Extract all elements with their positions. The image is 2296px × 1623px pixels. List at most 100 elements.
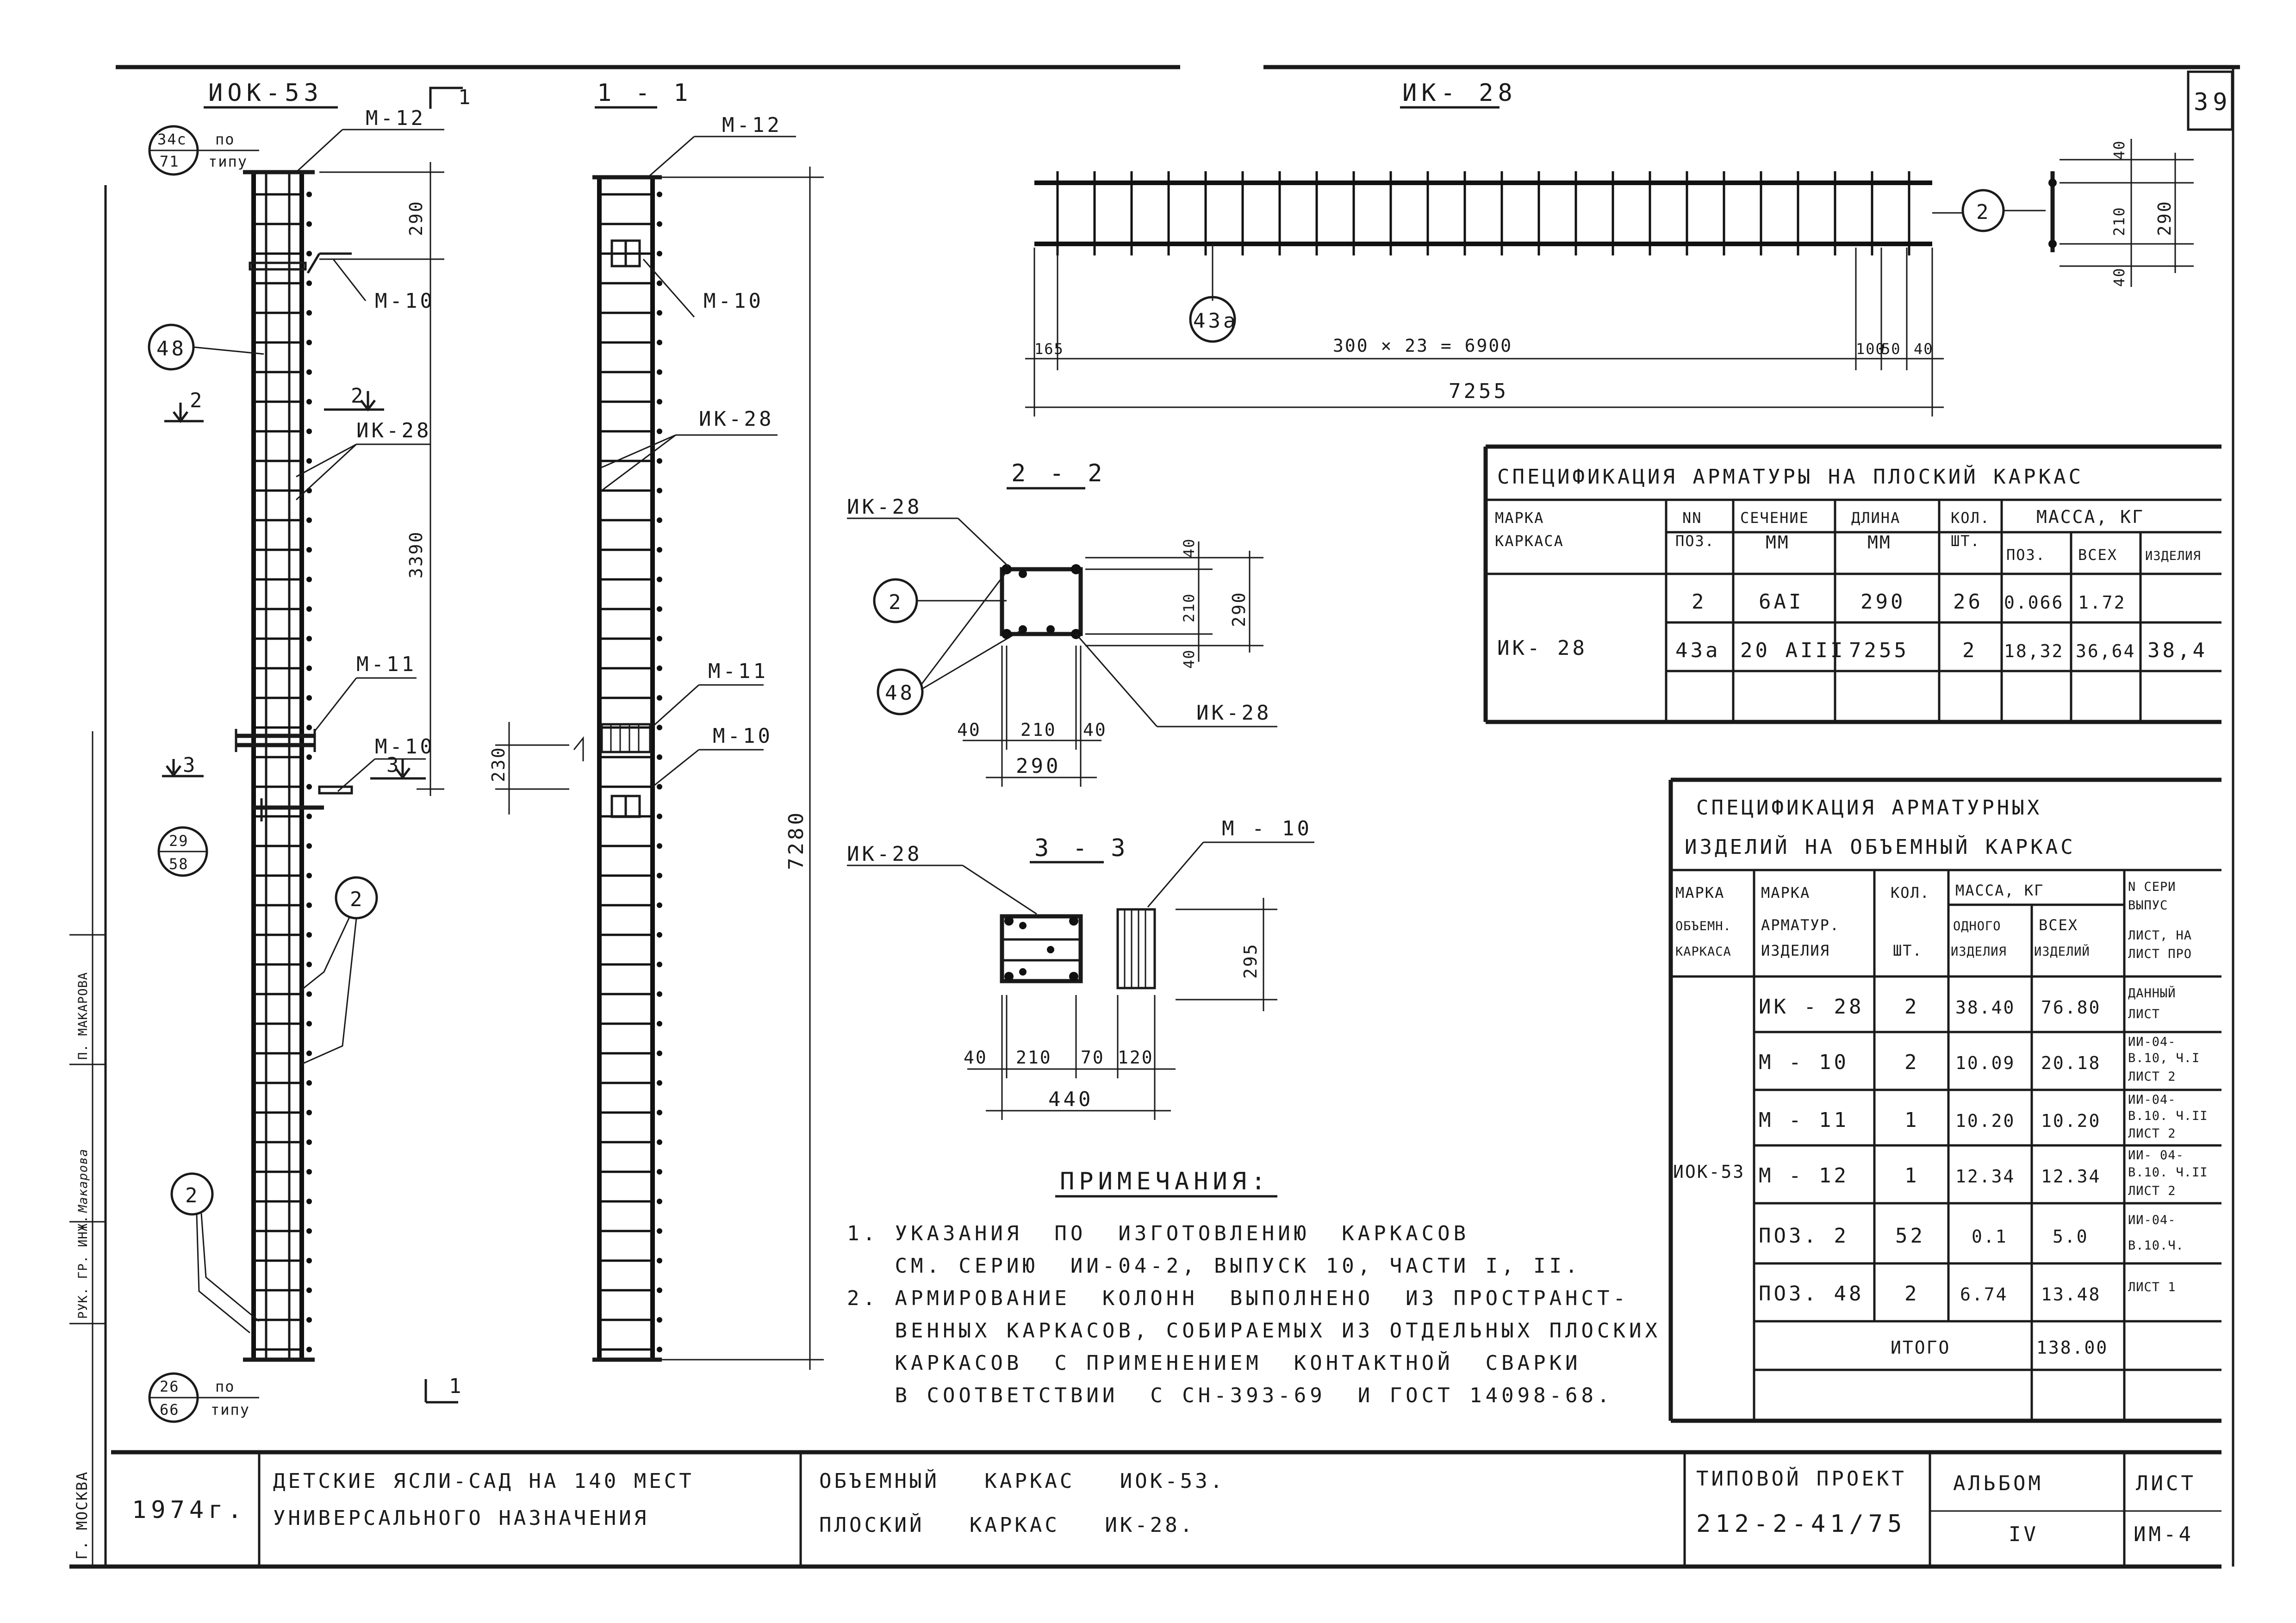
section-3-3: 3 - 3 ИК-28 М - 10 295 <box>847 817 1314 1120</box>
stirrup-end <box>657 1110 662 1115</box>
stirrup-end <box>657 636 662 641</box>
sec33-dim-70: 70 <box>1081 1047 1105 1068</box>
ref-bot-note-a: по <box>215 1378 235 1395</box>
stirrup-end <box>306 280 312 286</box>
sec-label-M12: М-12 <box>722 113 782 137</box>
spec-vol-h-item-2: АРМАТУР. <box>1761 916 1840 934</box>
spec-vol-r0-item: ИК - 28 <box>1759 995 1864 1019</box>
sec22-label-IK28-left: ИК-28 <box>847 495 922 519</box>
spec-vol-h-item-1: МАРКА <box>1761 884 1810 902</box>
stirrup-end <box>306 221 312 227</box>
stirrup-end <box>657 340 662 345</box>
spec-vol-h-ser-2: ВЫПУС <box>2128 898 2168 913</box>
spec-flat-r0-sec: 6АI <box>1759 590 1804 614</box>
col-cut-3-right: 3 <box>386 753 402 777</box>
column-elevation: ИОК-53 1 М-12 М-10 ИК-28 <box>148 79 473 1423</box>
stirrup-end <box>306 369 312 375</box>
spec-vol-r2-mone: 10.20 <box>1955 1111 2015 1131</box>
stirrup-end <box>657 280 662 286</box>
stirrup-end <box>306 991 312 997</box>
stirrup-end <box>306 1347 312 1352</box>
ref-bot-num: 26 <box>160 1378 180 1395</box>
stirrup-end <box>306 1021 312 1026</box>
stirrup-end <box>306 932 312 938</box>
stirrup-end <box>306 547 312 553</box>
stirrup-end <box>657 725 662 730</box>
stirrup-end <box>657 251 662 256</box>
section-1-1: 1 - 1 М-12 М-10 ИК-28 М-11 <box>488 79 824 1370</box>
spec-vol-r3-qty: 1 <box>1904 1164 1920 1188</box>
tb-year: 1974г. <box>132 1496 247 1524</box>
col-cut-2-left: 2 <box>190 389 205 412</box>
spec-flat-h-sec-1: СЕЧЕНИЕ <box>1740 509 1809 527</box>
spec-vol-h-mark-1: МАРКА <box>1675 884 1724 902</box>
notes-line-4: ВЕННЫХ КАРКАСОВ, СОБИРАЕМЫХ ИЗ ОТДЕЛЬНЫХ… <box>847 1319 1661 1343</box>
stirrup-end <box>657 932 662 938</box>
col-label-M12: М-12 <box>366 106 426 130</box>
spec-vol-r1-qty: 2 <box>1904 1051 1920 1074</box>
spec-vol-title-2: ИЗДЕЛИЙ НА ОБЪЕМНЫЙ КАРКАС <box>1685 834 2076 859</box>
spec-vol-h-ser-1: N СЕРИ <box>2128 880 2176 894</box>
stirrup-end <box>657 488 662 493</box>
spec-vol-r3-mone: 12.34 <box>1955 1166 2015 1187</box>
spec-flat-h-sec-2: ММ <box>1766 532 1790 553</box>
stirrup-end <box>306 636 312 641</box>
spec-vol-r4-ref1: ИИ-04- <box>2128 1213 2176 1227</box>
spec-vol-r1-item: М - 10 <box>1759 1051 1849 1074</box>
flat-dim-total: 7255 <box>1449 379 1509 403</box>
stirrup-end <box>306 577 312 582</box>
stirrup-end <box>657 1021 662 1026</box>
stirrup-end <box>657 1347 662 1352</box>
spec-flat-r1-pos: 43а <box>1675 639 1720 662</box>
spec-vol-r2-item: М - 11 <box>1759 1108 1849 1132</box>
stirrup-end <box>657 962 662 967</box>
tb-drawing-2: ПЛОСКИЙ КАРКАС ИК-28. <box>819 1512 1195 1537</box>
ref-bot-note-b: типу <box>211 1401 250 1418</box>
spec-vol-r1-ref3: ЛИСТ 2 <box>2128 1070 2176 1084</box>
spec-vol-h-mass-all-1: ВСЕХ <box>2039 916 2078 934</box>
stirrup-end <box>306 1258 312 1263</box>
spec-flat-h-mass-item: ИЗДЕЛИЯ <box>2145 549 2201 563</box>
spec-vol-h-ser-3: ЛИСТ, НА <box>2128 928 2192 943</box>
stirrup-end <box>657 369 662 375</box>
margin-signature: Макарова <box>76 1149 90 1213</box>
spec-vol-r0-ref2: ЛИСТ <box>2128 1007 2160 1021</box>
flat-frame-header: ИК- 28 <box>1402 79 1517 107</box>
stirrup-end <box>657 517 662 523</box>
stirrup-end <box>306 606 312 612</box>
section-2-2-header: 2 - 2 <box>1011 460 1107 487</box>
stirrup-end <box>306 1139 312 1145</box>
cut-1-bottom: 1 <box>449 1374 464 1398</box>
stirrup-end <box>657 429 662 434</box>
spec-vol-r0-qty: 2 <box>1904 995 1920 1019</box>
spec-flat-r0-mpos: 0.066 <box>2004 592 2064 613</box>
tb-std-1: ТИПОВОЙ ПРОЕКТ <box>1696 1466 1907 1491</box>
spec-vol-h-mass-one-1: ОДНОГО <box>1953 919 2001 933</box>
spec-vol-r5-mone: 6.74 <box>1960 1284 2008 1305</box>
stirrup-end <box>306 340 312 345</box>
side-dim-40-top: 40 <box>2110 140 2128 160</box>
spec-vol-r3-item: М - 12 <box>1759 1164 1849 1188</box>
tb-sheet-2: ИМ-4 <box>2134 1523 2194 1546</box>
spec-vol-frame: ИОК-53 <box>1673 1162 1745 1182</box>
spec-vol-h-qty-1: КОЛ. <box>1891 884 1930 902</box>
spec-flat-r1-mpos: 18,32 <box>2004 641 2064 661</box>
spec-vol-h-mark-2: ОБЪЕМН. <box>1675 919 1731 933</box>
spec-flat-frame: ИК- 28 <box>1497 636 1587 660</box>
spec-vol-r1-ref1: ИИ-04- <box>2128 1035 2176 1049</box>
cut-1-top: 1 <box>458 86 473 109</box>
stirrup-end <box>306 399 312 404</box>
spec-vol-h-mass-all-2: ИЗДЕЛИЙ <box>2034 944 2090 959</box>
col-dim-290: 290 <box>406 200 426 236</box>
margin-city: Г. МОСКВА <box>73 1471 91 1560</box>
stirrup-end <box>306 251 312 256</box>
spec-vol-r0-ref1: ДАННЫЙ <box>2128 986 2176 1001</box>
section-2-2: 2 - 2 ИК-28 2 48 ИК-28 40 210 40 290 <box>847 460 1277 787</box>
stirrup-end <box>306 784 312 790</box>
stirrup-end <box>657 665 662 671</box>
notes-line-5: КАРКАСОВ С ПРИМЕНЕНИЕМ КОНТАКТНОЙ СВАРКИ <box>847 1350 1581 1375</box>
sec-label-IK28: ИК-28 <box>699 407 774 431</box>
stirrup-end <box>306 1317 312 1323</box>
stirrup-end <box>657 547 662 553</box>
stirrup-end <box>657 814 662 819</box>
